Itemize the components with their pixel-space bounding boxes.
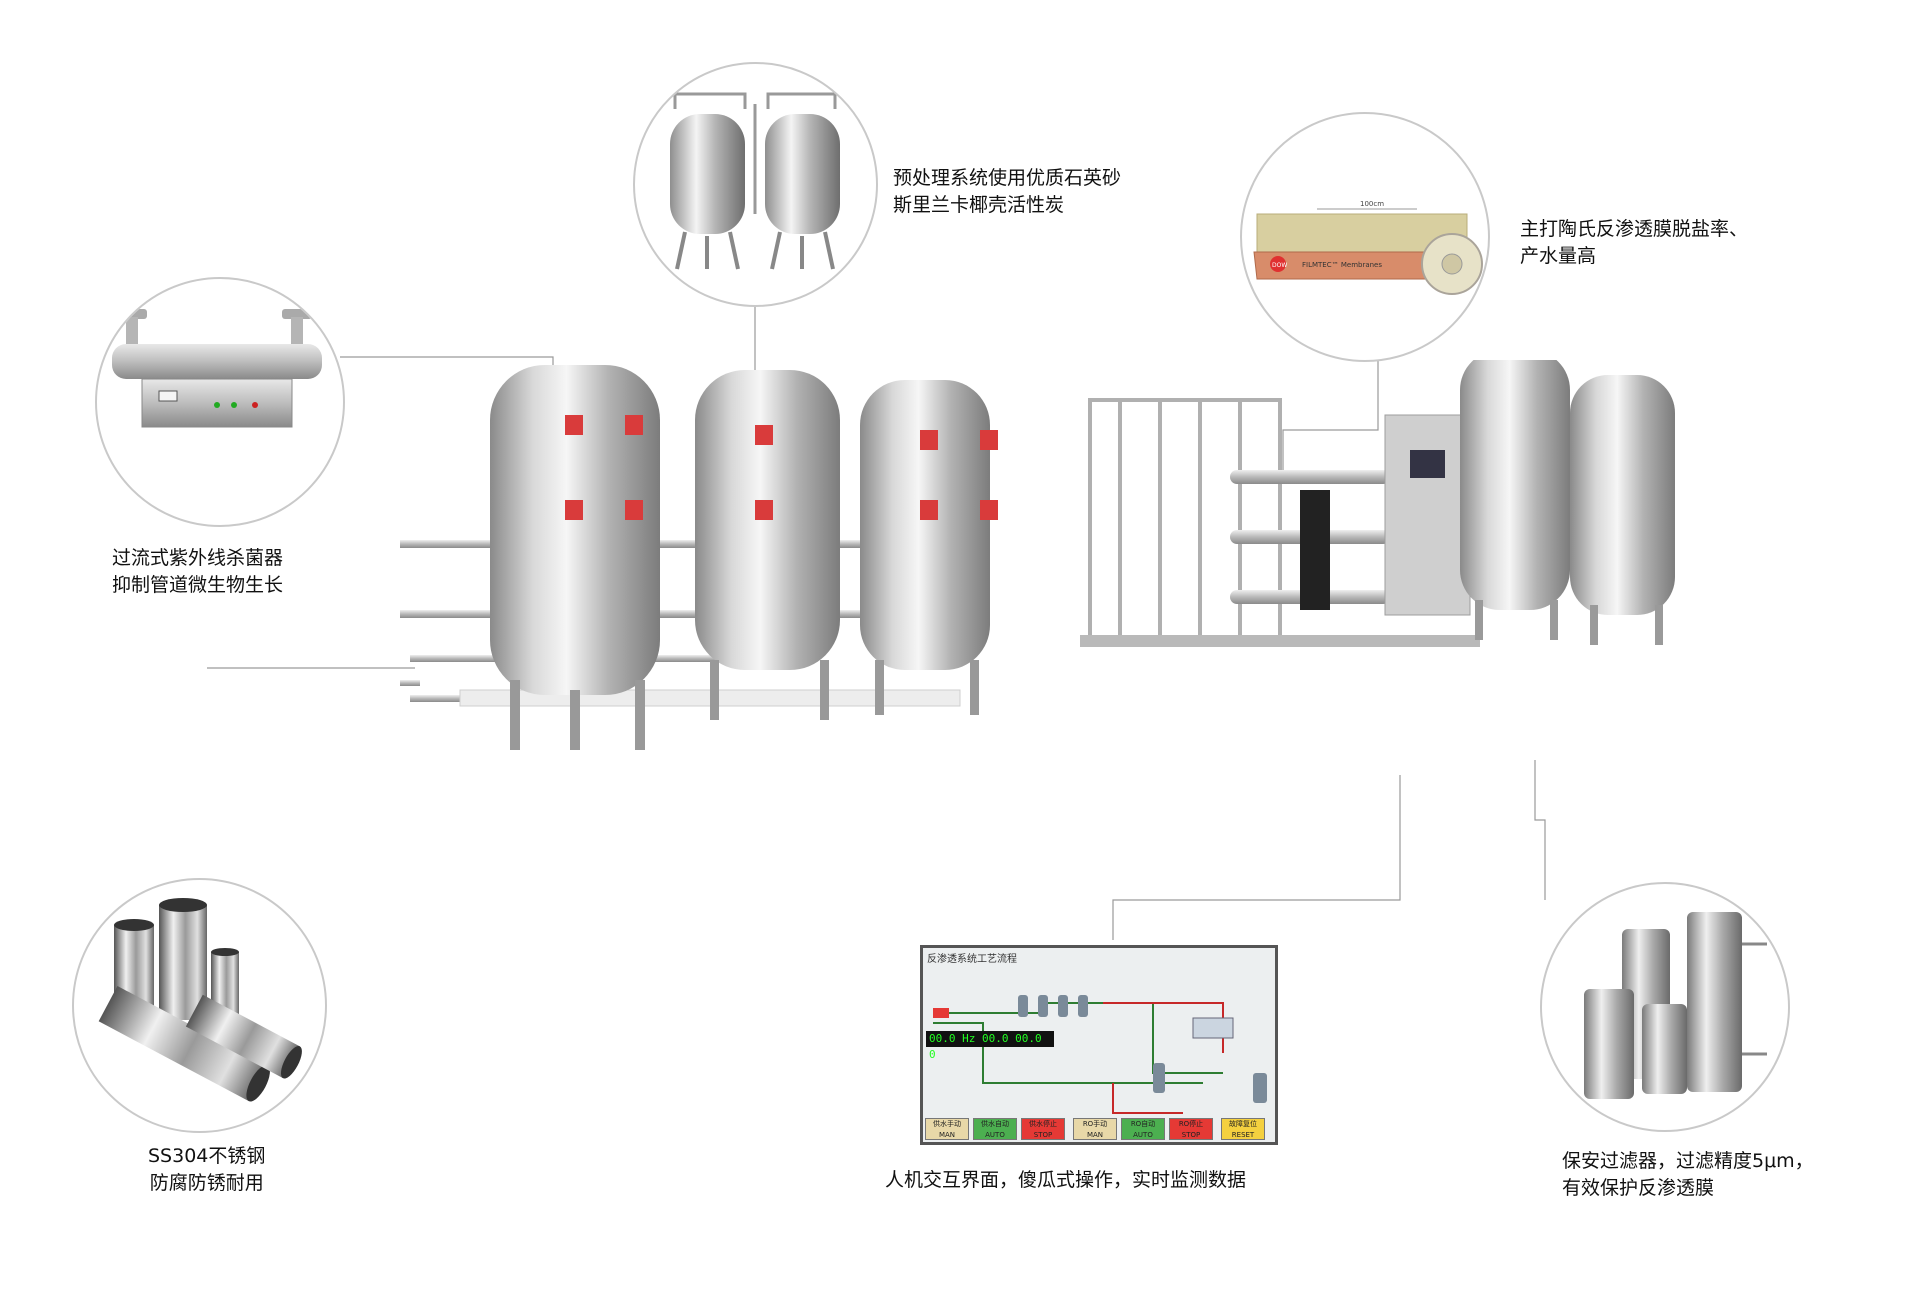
hmi-supply-stop-label: 供水停止 [1029, 1120, 1057, 1128]
storage-tanks [1460, 360, 1675, 645]
hmi-ro-auto-sub: AUTO [1133, 1131, 1153, 1139]
pretreatment-caption-line2: 斯里兰卡椰壳活性炭 [893, 194, 1065, 216]
cartridge-filter-icon [1584, 912, 1767, 1099]
sand-filter-tanks [490, 365, 998, 750]
hmi-ro-stop-sub: STOP [1181, 1131, 1201, 1139]
hmi-fault-reset-button[interactable]: 故障复位 RESET [1221, 1118, 1265, 1140]
hmi-supply-manual-sub: MAN [938, 1131, 956, 1139]
hmi-supply-manual-label: 供水手动 [933, 1120, 961, 1128]
uv-caption-line2: 抑制管道微生物生长 [112, 574, 284, 596]
hmi-title: 反渗透系统工艺流程 [927, 954, 1017, 965]
pretreatment-caption-line1: 预处理系统使用优质石英砂 [893, 167, 1122, 189]
hmi-ro-manual-sub: MAN [1086, 1131, 1104, 1139]
membrane-caption-line2: 产水量高 [1520, 245, 1597, 267]
ro-base-frame [1080, 635, 1480, 647]
steel-pipes-icon [98, 898, 302, 1102]
hmi-supply-stop-sub: STOP [1033, 1131, 1053, 1139]
high-pressure-pump [1300, 490, 1330, 610]
membrane-caption-line1: 主打陶氏反渗透膜脱盐率、 [1520, 218, 1749, 240]
sand-filter-tanks-icon [670, 92, 840, 270]
filter-circle [1540, 882, 1790, 1132]
membrane-circle: 100cm DOW FILMTEC™ Membranes [1240, 112, 1490, 362]
control-cabinet [1384, 414, 1471, 616]
membrane-length-label: 100cm [1360, 200, 1384, 208]
uv-caption-line1: 过流式紫外线杀菌器 [112, 547, 284, 569]
hmi-supply-manual-button[interactable]: 供水手动 MAN [925, 1118, 969, 1140]
hmi-supply-auto-button[interactable]: 供水自动 AUTO [973, 1118, 1017, 1140]
membrane-brand-label: DOW [1272, 262, 1287, 269]
filter-caption: 保安过滤器，过滤精度5μm， 有效保护反渗透膜 [1562, 1148, 1814, 1202]
hmi-ro-manual-button[interactable]: RO手动 MAN [1073, 1118, 1117, 1140]
hmi-supply-stop-button[interactable]: 供水停止 STOP [1021, 1118, 1065, 1140]
steel-caption-line1: SS304不锈钢 [148, 1145, 266, 1167]
hmi-ro-auto-button[interactable]: RO自动 AUTO [1121, 1118, 1165, 1140]
uv-circle [95, 277, 345, 527]
ro-membrane-icon: 100cm DOW FILMTEC™ Membranes [1253, 200, 1483, 295]
hmi-fault-reset-label: 故障复位 [1229, 1120, 1257, 1128]
hmi-ro-stop-button[interactable]: RO停止 STOP [1169, 1118, 1213, 1140]
hmi-ro-auto-label: RO自动 [1130, 1120, 1156, 1128]
pretreatment-caption: 预处理系统使用优质石英砂 斯里兰卡椰壳活性炭 [893, 165, 1121, 219]
hmi-ro-stop-label: RO停止 [1178, 1120, 1204, 1128]
hmi-caption: 人机交互界面，傻瓜式操作，实时监测数据 [885, 1167, 1246, 1194]
pretreatment-circle [633, 62, 878, 307]
uv-caption: 过流式紫外线杀菌器 抑制管道微生物生长 [112, 545, 283, 599]
filter-caption-line1: 保安过滤器，过滤精度5μm， [1562, 1150, 1814, 1172]
steel-caption-line2: 防腐防锈耐用 [149, 1172, 264, 1194]
hmi-caption-line1: 人机交互界面，傻瓜式操作，实时监测数据 [885, 1169, 1247, 1191]
steel-caption: SS304不锈钢 防腐防锈耐用 [148, 1143, 265, 1197]
control-cabinet-display [1410, 450, 1445, 478]
uv-sterilizer-icon [112, 309, 322, 428]
hmi-supply-auto-label: 供水自动 [981, 1120, 1009, 1128]
hmi-readout: 00.0 Hz 00.0 00.0 0 [926, 1031, 1054, 1061]
hmi-supply-auto-sub: AUTO [985, 1131, 1005, 1139]
water-treatment-plant-illustration [400, 360, 1675, 750]
hmi-ro-manual-label: RO手动 [1082, 1120, 1108, 1128]
hmi-screen: 反渗透系统工艺流程 00.0 Hz 00.0 00.0 0 供水手动 MAN 供水… [920, 945, 1278, 1145]
membrane-product-label: FILMTEC™ Membranes [1302, 261, 1382, 269]
steel-circle [72, 878, 327, 1133]
hmi-process-diagram [933, 995, 1267, 1114]
hmi-fault-reset-sub: RESET [1231, 1131, 1255, 1139]
filter-caption-line2: 有效保护反渗透膜 [1562, 1177, 1715, 1199]
membrane-caption: 主打陶氏反渗透膜脱盐率、 产水量高 [1520, 216, 1748, 270]
